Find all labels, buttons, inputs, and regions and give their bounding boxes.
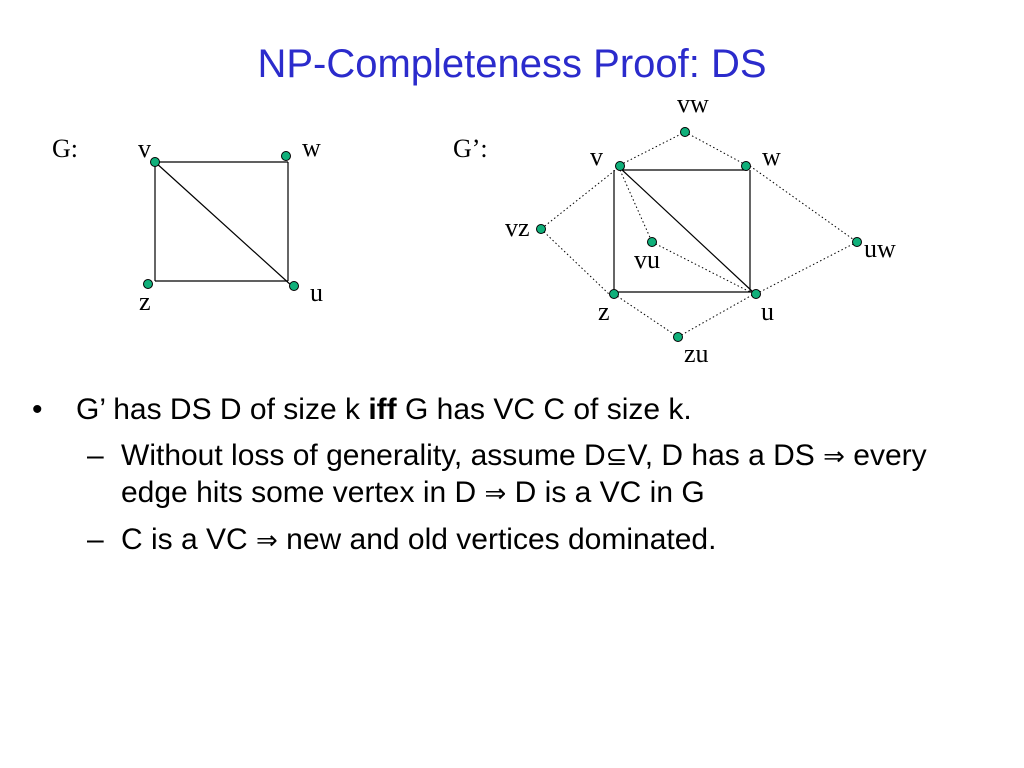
- label-g-u: u: [310, 278, 323, 307]
- label-gp-u: u: [761, 297, 774, 326]
- node-gp-v: [615, 161, 625, 171]
- node-gp-z: [609, 289, 619, 299]
- slide-title: NP-Completeness Proof: DS: [257, 42, 767, 86]
- graph-gp-label: G’:: [453, 134, 488, 163]
- text-run: C is a VC: [121, 523, 257, 556]
- edge-gp-z-zu: [613, 293, 679, 338]
- label-gp-z: z: [598, 297, 610, 326]
- text-run: every edge hits some vertex in D: [121, 439, 927, 509]
- label-g-v: v: [138, 134, 151, 163]
- label-gp-w: w: [762, 142, 781, 171]
- bullet-text: G’ has DS D of size k iff G has VC C of …: [76, 392, 692, 428]
- text-run: G’ has DS D of size k: [76, 393, 369, 426]
- sub-bullet-item: –Without loss of generality, assume D⊆V,…: [87, 438, 992, 512]
- node-gp-vw: [680, 127, 690, 137]
- text-run: new and old vertices dominated.: [277, 523, 717, 556]
- edge-gp-vw-w: [684, 131, 747, 166]
- text-run: V, D has a DS: [627, 439, 824, 472]
- math-symbol: ⇒: [823, 442, 845, 472]
- edge-gp-v-vu: [619, 169, 653, 243]
- label-gp-uw: uw: [864, 234, 896, 263]
- math-symbol: ⊆: [605, 442, 628, 472]
- node-g-w: [281, 151, 291, 161]
- label-gp-zu: zu: [684, 339, 709, 368]
- label-g-z: z: [139, 287, 151, 316]
- bullet-item: • G’ has DS D of size k iff G has VC C of…: [32, 392, 992, 428]
- node-gp-w: [741, 161, 751, 171]
- graph-diagram: G: v w z u G’:: [52, 89, 896, 368]
- node-gp-zu: [673, 332, 683, 342]
- text-run: G has VC C of size k.: [396, 393, 692, 426]
- node-gp-vz: [536, 224, 546, 234]
- node-gp-uw: [852, 237, 862, 247]
- node-gp-u: [751, 289, 761, 299]
- edge-gp-v-vz: [540, 167, 619, 230]
- node-g-v: [150, 157, 160, 167]
- sub-bullet-item: –C is a VC ⇒ new and old vertices domina…: [87, 522, 992, 559]
- edge-gp-zu-u: [677, 293, 755, 338]
- node-gp-vu: [647, 237, 657, 247]
- bullet-text: Without loss of generality, assume D⊆V, …: [121, 438, 992, 512]
- edge-gp-v-vw: [619, 131, 686, 166]
- bullet-marker: –: [87, 439, 104, 472]
- bullet-list: • G’ has DS D of size k iff G has VC C of…: [32, 392, 992, 559]
- edge-gp-uw-u: [755, 241, 858, 295]
- edge-g-v-u: [154, 161, 293, 287]
- node-g-u: [289, 281, 299, 291]
- edge-gp-w-uw: [749, 165, 858, 243]
- label-gp-vw: vw: [677, 89, 709, 118]
- graph-g-prime: G’: v w z u vw vz vu uw: [453, 89, 896, 368]
- label-gp-v: v: [590, 142, 603, 171]
- label-g-w: w: [302, 133, 321, 162]
- math-symbol: ⇒: [484, 479, 507, 509]
- edge-gp-vz-z: [540, 228, 611, 296]
- bold-text: iff: [368, 393, 397, 426]
- text-run: D is a VC in G: [506, 476, 705, 509]
- bullet-marker: •: [32, 393, 43, 426]
- bullet-marker: –: [87, 523, 104, 556]
- node-g-z: [143, 279, 153, 289]
- label-gp-vz: vz: [505, 213, 530, 242]
- label-gp-vu: vu: [634, 245, 660, 274]
- math-symbol: ⇒: [256, 526, 278, 556]
- graph-g: G: v w z u: [52, 133, 323, 316]
- text-run: Without loss of generality, assume D: [121, 439, 606, 472]
- graph-g-label: G:: [52, 134, 78, 163]
- edge-gp-v-u: [619, 167, 754, 293]
- bullet-text: C is a VC ⇒ new and old vertices dominat…: [121, 522, 992, 559]
- edge-gp-vu-u: [651, 241, 755, 295]
